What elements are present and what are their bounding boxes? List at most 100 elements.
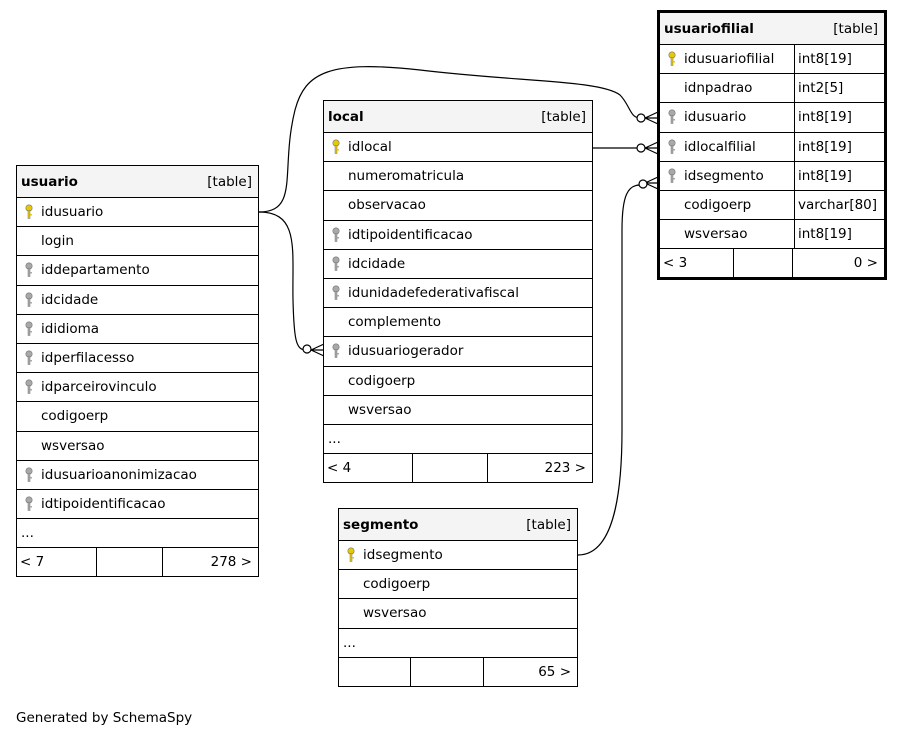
column-row[interactable]: idsegmento bbox=[339, 541, 577, 571]
foreign-key-icon bbox=[17, 379, 41, 395]
table-name: local bbox=[328, 108, 364, 125]
column-name: idcidade bbox=[348, 255, 406, 272]
column-name: observacao bbox=[348, 197, 426, 214]
rows-count[interactable]: 278 > bbox=[210, 554, 252, 571]
parents-count[interactable]: < 4 bbox=[324, 454, 413, 483]
table-header[interactable]: segmento [table] bbox=[339, 509, 577, 541]
foreign-key-icon bbox=[17, 262, 41, 278]
parents-count[interactable] bbox=[339, 657, 411, 686]
column-type: int2[5] bbox=[794, 74, 880, 103]
table-usuariofilial[interactable]: usuariofilial [table] idusuariofilial int… bbox=[657, 10, 887, 281]
column-name: codigoerp bbox=[684, 197, 752, 214]
table-type-label: [table] bbox=[833, 20, 878, 37]
foreign-key-icon bbox=[324, 227, 348, 243]
column-name: login bbox=[41, 233, 74, 250]
column-row[interactable]: codigoerp bbox=[17, 402, 258, 432]
column-row[interactable]: idusuariogerador bbox=[324, 337, 592, 367]
rel-endpoint-circle bbox=[636, 143, 646, 153]
column-name: idlocalfilial bbox=[684, 138, 756, 155]
column-name: idusuario bbox=[684, 109, 747, 126]
table-header[interactable]: usuariofilial [table] bbox=[660, 13, 884, 45]
column-row[interactable]: ididioma bbox=[17, 315, 258, 344]
column-name: idcidade bbox=[41, 291, 99, 308]
column-row[interactable]: idcidade bbox=[17, 286, 258, 315]
column-name: idusuariofilial bbox=[684, 51, 775, 68]
foreign-key-icon bbox=[17, 321, 41, 337]
column-type: int8[19] bbox=[794, 161, 880, 190]
parents-count[interactable]: < 7 bbox=[17, 548, 97, 577]
column-row[interactable]: idperfilacesso bbox=[17, 344, 258, 374]
column-name: idtipoidentificacao bbox=[41, 495, 166, 512]
table-type-label: [table] bbox=[526, 516, 571, 533]
rows-count[interactable]: 65 > bbox=[538, 663, 571, 680]
column-name: idunidadefederativafiscal bbox=[348, 285, 519, 302]
column-row[interactable]: observacao bbox=[324, 191, 592, 221]
foreign-key-icon bbox=[17, 350, 41, 366]
column-name: idusuario bbox=[41, 204, 104, 221]
table-segmento[interactable]: segmento [table] idsegmento codigoerp wsve… bbox=[338, 508, 578, 687]
column-name: wsversao bbox=[41, 437, 105, 454]
foreign-key-icon bbox=[17, 496, 41, 512]
table-type-label: [table] bbox=[207, 173, 252, 190]
foreign-key-icon bbox=[324, 256, 348, 272]
rel-endpoint-circle bbox=[636, 113, 646, 123]
column-row[interactable]: complemento bbox=[324, 308, 592, 338]
table-name: usuariofilial bbox=[664, 20, 754, 37]
column-row[interactable]: wsversao int8[19] bbox=[660, 220, 884, 250]
column-row[interactable]: idsegmento int8[19] bbox=[660, 161, 884, 191]
table-header[interactable]: local [table] bbox=[324, 101, 592, 133]
table-name: usuario bbox=[21, 173, 78, 190]
table-header[interactable]: usuario [table] bbox=[17, 166, 258, 198]
foreign-key-icon bbox=[660, 109, 684, 125]
column-name: idsegmento bbox=[684, 167, 764, 184]
column-row[interactable]: login bbox=[17, 227, 258, 257]
column-row[interactable]: idparceirovinculo bbox=[17, 373, 258, 403]
foreign-key-icon bbox=[660, 139, 684, 155]
column-type: int8[19] bbox=[794, 132, 880, 161]
column-name: wsversao bbox=[363, 605, 427, 622]
column-row[interactable]: idcidade bbox=[324, 250, 592, 279]
column-row[interactable]: wsversao bbox=[17, 432, 258, 461]
column-row[interactable]: idtipoidentificacao bbox=[324, 221, 592, 250]
column-row[interactable]: idusuariofilial int8[19] bbox=[660, 45, 884, 75]
column-name: idnpadrao bbox=[684, 80, 753, 97]
column-row[interactable]: iddepartamento bbox=[17, 256, 258, 286]
footer-middle-cell bbox=[97, 548, 163, 577]
rows-count[interactable]: 0 > bbox=[853, 255, 878, 272]
parents-count[interactable]: < 3 bbox=[660, 249, 734, 278]
column-row[interactable]: idlocal bbox=[324, 133, 592, 163]
rows-count[interactable]: 223 > bbox=[544, 460, 586, 477]
column-row[interactable]: codigoerp bbox=[339, 570, 577, 600]
column-row[interactable]: idusuarioanonimizacao bbox=[17, 461, 258, 490]
table-usuario[interactable]: usuario [table] idusuario login iddepartam… bbox=[16, 165, 259, 578]
generated-by-text: Generated by SchemaSpy bbox=[16, 710, 193, 726]
column-row[interactable]: wsversao bbox=[324, 396, 592, 425]
column-row[interactable]: wsversao bbox=[339, 599, 577, 629]
primary-key-icon bbox=[339, 547, 363, 563]
column-row[interactable]: idusuario bbox=[17, 198, 258, 228]
column-name: idtipoidentificacao bbox=[348, 226, 473, 243]
column-type: int8[19] bbox=[794, 220, 880, 249]
column-type: int8[19] bbox=[794, 45, 880, 74]
primary-key-icon bbox=[324, 139, 348, 155]
table-footer: < 3 0 > bbox=[660, 249, 884, 278]
foreign-key-icon bbox=[660, 168, 684, 184]
column-name: wsversao bbox=[684, 226, 748, 243]
column-name: wsversao bbox=[348, 401, 412, 418]
column-type: int8[19] bbox=[794, 103, 880, 132]
column-row[interactable]: idunidadefederativafiscal bbox=[324, 279, 592, 309]
primary-key-icon bbox=[660, 51, 684, 67]
column-row[interactable]: idusuario int8[19] bbox=[660, 103, 884, 133]
column-row[interactable]: codigoerp bbox=[324, 367, 592, 396]
column-name: idsegmento bbox=[363, 547, 443, 564]
table-type-label: [table] bbox=[541, 108, 586, 125]
column-row[interactable]: numeromatricula bbox=[324, 162, 592, 192]
column-row[interactable]: idnpadrao int2[5] bbox=[660, 74, 884, 104]
column-row[interactable]: idlocalfilial int8[19] bbox=[660, 132, 884, 162]
column-name: codigoerp bbox=[348, 372, 416, 389]
column-row[interactable]: idtipoidentificacao bbox=[17, 490, 258, 520]
foreign-key-icon bbox=[324, 343, 348, 359]
